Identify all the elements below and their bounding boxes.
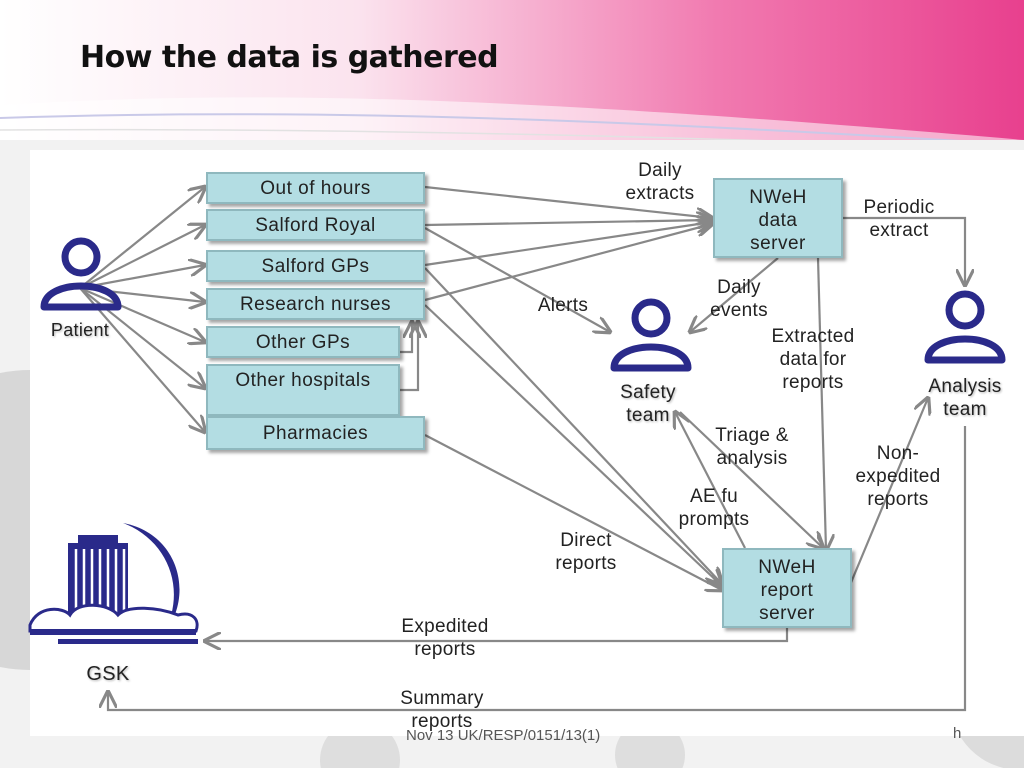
source-research-nurses: Research nurses xyxy=(206,288,425,320)
source-pharmacies: Pharmacies xyxy=(206,416,425,450)
salford-royal-label: Salford Royal xyxy=(255,215,376,236)
pharmacies-label: Pharmacies xyxy=(262,423,369,444)
daily-events-label: Daily events xyxy=(710,277,768,321)
periodic-extract-label: Periodic extract xyxy=(863,197,935,241)
ae-fu-prompts-label: AE fu prompts xyxy=(678,486,750,530)
summary-reports-label: Summary reports xyxy=(400,688,484,732)
gsk-label: GSK xyxy=(86,663,130,685)
source-other-hospitals: Other hospitals xyxy=(206,364,400,416)
data-server-label: NWeH data server xyxy=(749,187,807,254)
patient-person-icon xyxy=(40,237,122,311)
source-other-gps: Other GPs xyxy=(206,326,400,358)
out-of-hours-label: Out of hours xyxy=(260,178,371,199)
slide-title: How the data is gathered xyxy=(80,40,499,75)
triage-analysis-label: Triage & analysis xyxy=(715,425,789,469)
analysis-team-person-icon xyxy=(924,290,1006,364)
salford-gps-label: Salford GPs xyxy=(261,256,370,277)
extracted-data-label: Extracted data for reports xyxy=(771,326,855,393)
source-salford-gps: Salford GPs xyxy=(206,250,425,282)
gsk-building-icon xyxy=(28,523,199,644)
report-server-label: NWeH report server xyxy=(758,557,816,624)
safety-team-label: Safety team xyxy=(620,382,676,426)
diagram-panel xyxy=(30,150,1024,736)
nweh-data-server: NWeH data server xyxy=(713,178,843,258)
research-nurses-label: Research nurses xyxy=(239,294,392,315)
daily-extracts-label: Daily extracts xyxy=(625,160,695,204)
other-gps-label: Other GPs xyxy=(255,332,351,353)
analysis-team-label: Analysis team xyxy=(928,376,1002,420)
nweh-report-server: NWeH report server xyxy=(722,548,852,628)
source-salford-royal: Salford Royal xyxy=(206,209,425,241)
safety-team-person-icon xyxy=(610,298,692,372)
other-hospitals-label: Other hospitals xyxy=(235,370,371,391)
source-out-of-hours: Out of hours xyxy=(206,172,425,204)
expedited-reports-label: Expedited reports xyxy=(401,616,489,660)
direct-reports-label: Direct reports xyxy=(555,530,617,574)
footer-reference: Nov 13 UK/RESP/0151/13(1) xyxy=(406,727,601,744)
alerts-label: Alerts xyxy=(537,295,589,316)
patient-label: Patient xyxy=(50,320,110,340)
footer-page-marker: h xyxy=(953,725,962,742)
non-expedited-reports-label: Non- expedited reports xyxy=(855,443,941,510)
